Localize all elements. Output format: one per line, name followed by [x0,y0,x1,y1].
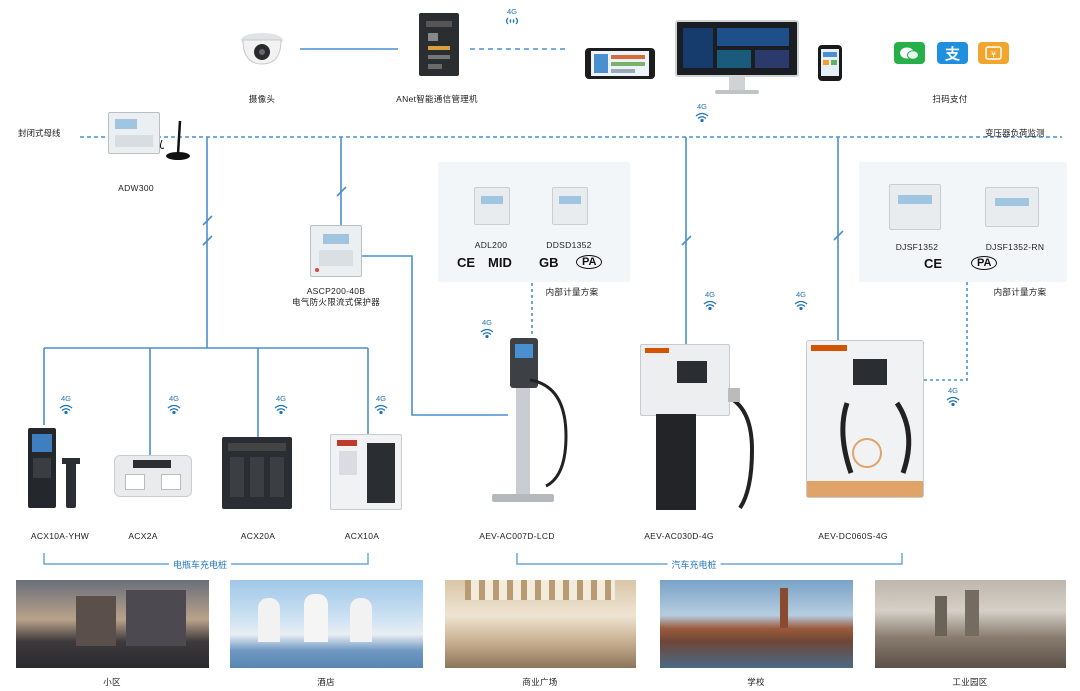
gateway-4g-signal: 4G [505,7,519,26]
pa-mark: PA [576,255,603,269]
charger-label-aev-ac007d-lcd: AEV-AC007D-LCD [479,531,555,541]
charger-label-acx20a: ACX20A [240,531,276,541]
ac030-4g-label: 4G [704,290,715,299]
charger-label-acx2a: ACX2A [128,531,158,541]
wifi-icon [794,300,808,310]
ebike1-4g-label: 4G [60,394,71,403]
acx20a-device [222,437,292,509]
monitor-device [675,20,799,102]
djsf1352-meter [889,184,941,230]
antenna-icon [159,120,190,160]
wifi-icon [374,404,388,414]
scene-photo-residential [16,580,209,668]
dc-meter-4g-label: 4G [947,386,958,395]
tablet-device [585,48,655,79]
acx10a-yhw-device [28,428,88,510]
gateway-label: ANet智能通信管理机 [396,94,478,104]
adl200-label: ADL200 [474,240,508,250]
ebike4-4g-label: 4G [375,394,386,403]
ac-metering-panel: ADL200 DDSD1352 CE MID GB PA [438,162,630,282]
ac-metering-caption: 内部计量方案 [545,287,599,297]
protector-to-ac007 [360,255,508,416]
scene-label-residential: 小区 [103,677,121,687]
djsf1352-rn-meter [985,187,1039,227]
wifi-icon [703,300,717,310]
dc-metering-panel: DJSF1352 DJSF1352-RN CE PA [859,162,1067,282]
camera-device [237,30,287,66]
gateway-4g-label: 4G [506,7,517,16]
ebike3-4g-label: 4G [275,394,286,403]
busbar-label: 封闭式母线 [18,128,61,138]
scene-photo-hotel [230,580,423,668]
gb-mark: GB [539,255,559,270]
ddsd1352-meter [552,187,588,225]
mid-mark: MID [488,255,512,270]
camera-icon [241,33,283,65]
aev-ac030d-4g-device [640,344,760,512]
alipay-icon: 支 [937,42,968,64]
scene-photo-mall [445,580,636,668]
acx10a-device [330,434,402,510]
charger-label-aev-ac030d-4g: AEV-AC030D-4G [644,531,714,541]
ce-mark: CE [457,255,476,270]
ce-mark: CE [924,256,943,271]
dc-meter-4g: 4G [945,386,961,406]
unionpay-icon: ¥ [978,42,1009,64]
ebike2-4g: 4G [166,394,182,414]
charger-label-acx10a: ACX10A [344,531,380,541]
adw300-label: ADW300 [118,183,154,193]
wifi-icon [505,17,519,25]
protector-model: ASCP200-40B [306,286,366,296]
ac030-4g: 4G [702,290,718,310]
car-group-label: 汽车充电桩 [667,558,721,571]
charger-label-aev-dc060s-4g: AEV-DC060S-4G [818,531,888,541]
protector-device [310,225,362,277]
center-4g-label: 4G [696,102,707,111]
ebike4-4g: 4G [373,394,389,414]
camera-label: 摄像头 [248,94,276,104]
scene-label-hotel: 酒店 [317,677,335,687]
wifi-icon [59,404,73,414]
djsf1352-rn-label: DJSF1352-RN [985,242,1045,252]
ebike-group-label: 电瓶车充电桩 [168,558,232,571]
aev-ac007d-lcd-device [480,338,580,510]
ebike3-4g: 4G [273,394,289,414]
wifi-icon [274,404,288,414]
scene-label-industrial-park: 工业园区 [952,677,988,687]
scene-label-mall: 商业广场 [522,677,558,687]
ebike1-4g: 4G [58,394,74,414]
dc-metering-caption: 内部计量方案 [993,287,1047,297]
phone-device [818,45,842,81]
dc060-4g: 4G [793,290,809,310]
aev-dc060s-4g-device [806,340,924,498]
scene-label-school: 学校 [747,677,765,687]
adl200-meter [474,187,510,225]
scene-photo-industrial-park [875,580,1066,668]
wifi-icon [946,396,960,406]
transformer-monitor-label: 变压器负荷监测 [985,128,1045,138]
acx2a-device [114,455,192,497]
dc060-4g-label: 4G [795,290,806,299]
wifi-icon [480,328,494,338]
svg-text:¥: ¥ [991,50,996,59]
ddsd1352-label: DDSD1352 [546,240,592,250]
gateway-device [419,13,459,76]
charger-label-acx10a-yhw: ACX10A-YHW [30,531,90,541]
scene-photo-school [660,580,853,668]
wifi-icon [167,404,181,414]
ac007-4g-label: 4G [481,318,492,327]
wifi-icon [695,112,709,122]
payment-label: 扫码支付 [932,94,968,104]
protector-name: 电气防火限流式保护器 [291,297,381,307]
ebike2-4g-label: 4G [168,394,179,403]
pa-mark: PA [971,256,998,270]
adw300-meter [108,112,160,154]
svg-text:支: 支 [944,45,961,63]
djsf1352-label: DJSF1352 [895,242,939,252]
ac007-4g: 4G [479,318,495,338]
wechat-pay-icon [894,42,925,64]
center-4g-signal: 4G [694,102,710,122]
